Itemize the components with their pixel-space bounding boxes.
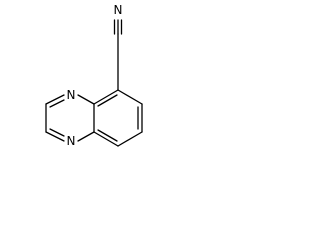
structure-canvas: N N N	[0, 0, 146, 178]
ring-bond	[77, 94, 95, 105]
ring-bond	[93, 131, 119, 147]
ring-double-bond-inner	[97, 129, 118, 142]
ring-double-bond-inner	[49, 128, 65, 137]
ring-bond	[93, 89, 119, 105]
ring-bond	[77, 131, 95, 142]
benzene-ring	[93, 89, 143, 147]
ring-bond	[45, 131, 65, 142]
ring-double-bond-inner	[97, 94, 118, 107]
nitrile-nitrogen-label: N	[114, 3, 123, 17]
ring-bond	[117, 131, 143, 147]
quinoxaline-carbonitrile-structure: N N N	[45, 3, 143, 148]
ring-bond	[117, 89, 143, 105]
ring-bond	[45, 94, 65, 105]
ring-nitrogen-upper-label: N	[67, 88, 76, 102]
ring-nitrogen-lower-label: N	[67, 134, 76, 148]
pyrazine-ring	[45, 94, 95, 142]
nitrile-group	[113, 19, 123, 91]
ring-double-bond-inner	[49, 99, 65, 108]
